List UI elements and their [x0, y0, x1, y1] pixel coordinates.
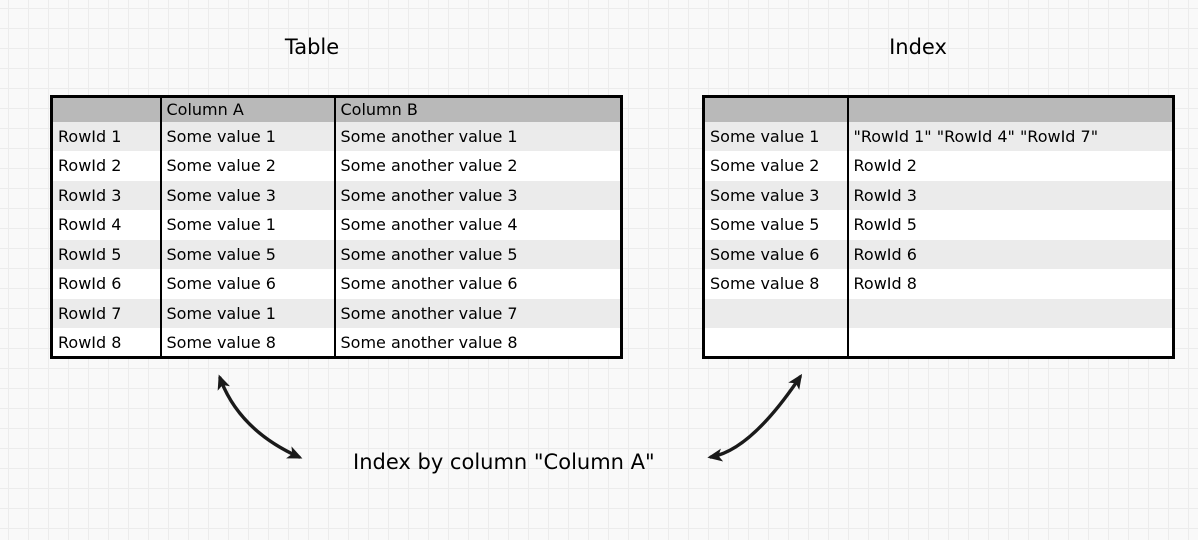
- table-cell: RowId 3: [58, 185, 122, 205]
- table-cell: Some value 6: [710, 244, 820, 264]
- table-cell: RowId 5: [58, 244, 122, 264]
- table-cell: Some value 1: [710, 126, 820, 146]
- table-row: [703, 298, 1174, 329]
- table-header-cell: [704, 97, 848, 122]
- table-cell: Some another value 3: [333, 180, 622, 210]
- table-cell: RowId 5: [846, 210, 1174, 240]
- table-row: Some value 6 RowId 6: [703, 239, 1174, 269]
- arrow-caption-to-index-icon: [707, 373, 803, 462]
- table-cell: Some another value 4: [333, 210, 622, 240]
- table-cell: RowId 6: [846, 239, 1174, 269]
- index-title: Index: [889, 35, 947, 59]
- index-table-body: Some value 1 "RowId 1" "RowId 4" "RowId 7…: [703, 121, 1174, 358]
- table-cell: RowId 7: [58, 303, 122, 323]
- table-cell: Some value 8: [159, 328, 335, 358]
- index-table: Some value 1 "RowId 1" "RowId 4" "RowId 7…: [702, 95, 1175, 359]
- table-header-cell: [52, 97, 161, 122]
- table-cell: RowId 2: [58, 156, 122, 176]
- table-cell: Some value 5: [159, 239, 335, 269]
- table-cell: Some value 2: [159, 151, 335, 181]
- table-cell: Some value 1: [159, 298, 335, 328]
- table-cell: Some value 2: [710, 156, 820, 176]
- table-cell: [846, 328, 1174, 358]
- table-cell: [846, 298, 1174, 328]
- table-cell: Some another value 2: [333, 151, 622, 181]
- table-cell: RowId 1: [58, 126, 122, 146]
- arrow-table-to-caption-icon: [217, 374, 303, 459]
- table-row: Some value 3 RowId 3: [703, 180, 1174, 210]
- table-cell: RowId 8: [58, 332, 122, 352]
- table-header-row: [703, 96, 1174, 122]
- table-cell: Some value 6: [159, 269, 335, 299]
- table-cell: Some another value 6: [333, 269, 622, 299]
- table-cell: RowId 8: [846, 269, 1174, 299]
- table-cell: Some value 3: [710, 185, 820, 205]
- table-cell: Some another value 8: [333, 328, 622, 358]
- table-cell: [704, 299, 848, 329]
- table-cell: Some value 1: [159, 210, 335, 240]
- table-row: Some value 5 RowId 5: [703, 210, 1174, 240]
- table-header-cell: [846, 96, 1174, 122]
- table-title: Table: [284, 35, 340, 59]
- table-cell: RowId 3: [846, 180, 1174, 210]
- table-header-cell: Column A: [159, 96, 335, 122]
- table-cell: Some value 1: [159, 121, 335, 151]
- table-cell: Some another value 5: [333, 239, 622, 269]
- caption-text: Index by column "Column A": [353, 450, 655, 474]
- table-cell: RowId 4: [58, 215, 122, 235]
- table-cell: RowId 2: [846, 151, 1174, 181]
- table-row: Some value 2 RowId 2: [703, 151, 1174, 181]
- table-row: [703, 328, 1174, 358]
- table-row: Some value 8 RowId 8: [703, 269, 1174, 299]
- table-cell: [704, 328, 848, 358]
- table-cell: RowId 6: [58, 274, 122, 294]
- table-cell: Some value 8: [710, 274, 820, 294]
- table-cell: Some another value 7: [333, 298, 622, 328]
- table-cell: Some value 3: [159, 180, 335, 210]
- table-row: Some value 1 "RowId 1" "RowId 4" "RowId 7…: [703, 121, 1174, 151]
- index-table-head: [703, 96, 1174, 122]
- table-cell: Some value 5: [710, 215, 820, 235]
- table-header-cell: Column B: [333, 96, 622, 122]
- table-cell: Some another value 1: [333, 121, 622, 151]
- table-cell: "RowId 1" "RowId 4" "RowId 7": [846, 121, 1174, 151]
